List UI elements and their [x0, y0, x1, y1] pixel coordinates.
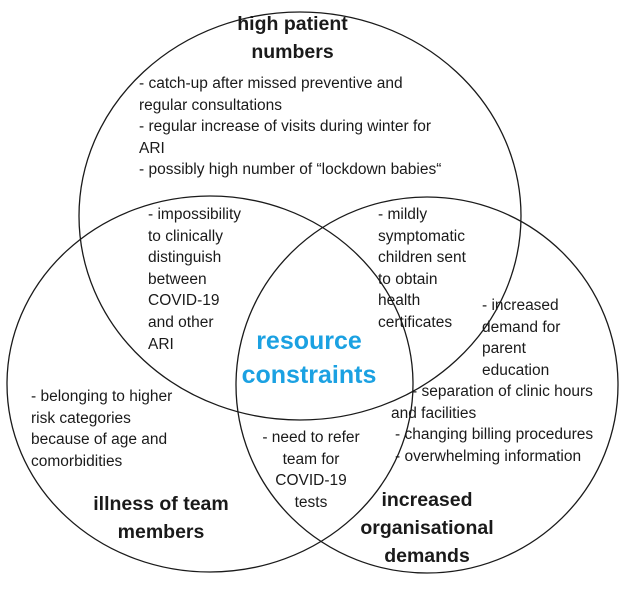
set-title-increased-organisational-demands: increased organisational demands: [347, 486, 507, 570]
title-line: organisational: [360, 517, 494, 539]
text-line: parent: [482, 340, 526, 358]
overlap-text-top-right: - mildly symptomatic children sent to ob…: [378, 204, 466, 334]
title-line: high patient: [237, 13, 348, 35]
text-line: because of age and: [31, 431, 168, 449]
text-line: regular consultations: [139, 96, 283, 114]
overlap-text-left-right: - need to refer team for COVID-19 tests: [246, 427, 376, 513]
title-line: numbers: [251, 41, 334, 63]
text-line: - regular increase of visits during wint…: [139, 118, 432, 136]
text-line: and facilities: [391, 404, 477, 422]
text-line: ARI: [139, 139, 165, 157]
text-line: education: [482, 361, 550, 379]
text-line: team for: [282, 450, 340, 468]
text-line: COVID-19: [275, 472, 347, 490]
text-line: ARI: [148, 335, 174, 353]
text-line: - overwhelming information: [395, 447, 582, 465]
title-line: members: [117, 521, 205, 543]
set-text-high-patient-numbers: - catch-up after missed preventive and r…: [139, 73, 441, 181]
text-line: tests: [294, 493, 328, 511]
center-label-line: resource: [256, 327, 362, 355]
text-line: and other: [148, 313, 214, 331]
text-line: risk categories: [31, 409, 131, 427]
text-line: to clinically: [148, 227, 223, 245]
text-line: demand for: [482, 318, 561, 336]
text-line: - belonging to higher: [31, 388, 173, 405]
text-line: - separation of clinic hours: [412, 383, 593, 400]
title-line: increased: [381, 489, 473, 511]
set-title-high-patient-numbers: high patient numbers: [200, 10, 385, 66]
set-text-organisational-demands-upper: - increased demand for parent education: [482, 295, 560, 381]
text-line: - mildly: [378, 206, 428, 223]
overlap-text-top-left: - impossibility to clinically distinguis…: [148, 204, 241, 355]
circle-illness-of-team-members: [6, 195, 414, 573]
text-line: - possibly high number of “lockdown babi…: [139, 161, 442, 179]
text-line: - catch-up after missed preventive and: [139, 75, 403, 92]
title-line: illness of team: [93, 493, 229, 515]
title-line: demands: [384, 545, 470, 567]
text-line: to obtain: [378, 270, 438, 288]
set-text-organisational-demands-lower: - separation of clinic hours and facilit…: [388, 381, 593, 467]
center-label-line: constraints: [241, 361, 377, 389]
center-label-resource-constraints: resource constraints: [236, 324, 382, 392]
text-line: - need to refer: [262, 429, 360, 446]
text-line: COVID-19: [148, 292, 220, 310]
text-line: comorbidities: [31, 452, 123, 470]
text-line: distinguish: [148, 249, 222, 267]
text-line: health: [378, 292, 421, 310]
text-line: certificates: [378, 313, 453, 331]
text-line: symptomatic: [378, 227, 465, 245]
text-line: children sent: [378, 249, 466, 267]
set-title-illness-of-team-members: illness of team members: [75, 490, 247, 546]
text-line: - increased: [482, 297, 559, 314]
text-line: - impossibility: [148, 206, 242, 223]
circle-increased-organisational-demands: [235, 196, 619, 574]
circle-high-patient-numbers: [78, 11, 522, 421]
set-text-illness-of-team-members: - belonging to higher risk categories be…: [31, 386, 172, 472]
text-line: between: [148, 270, 207, 288]
text-line: - changing billing procedures: [395, 426, 594, 444]
